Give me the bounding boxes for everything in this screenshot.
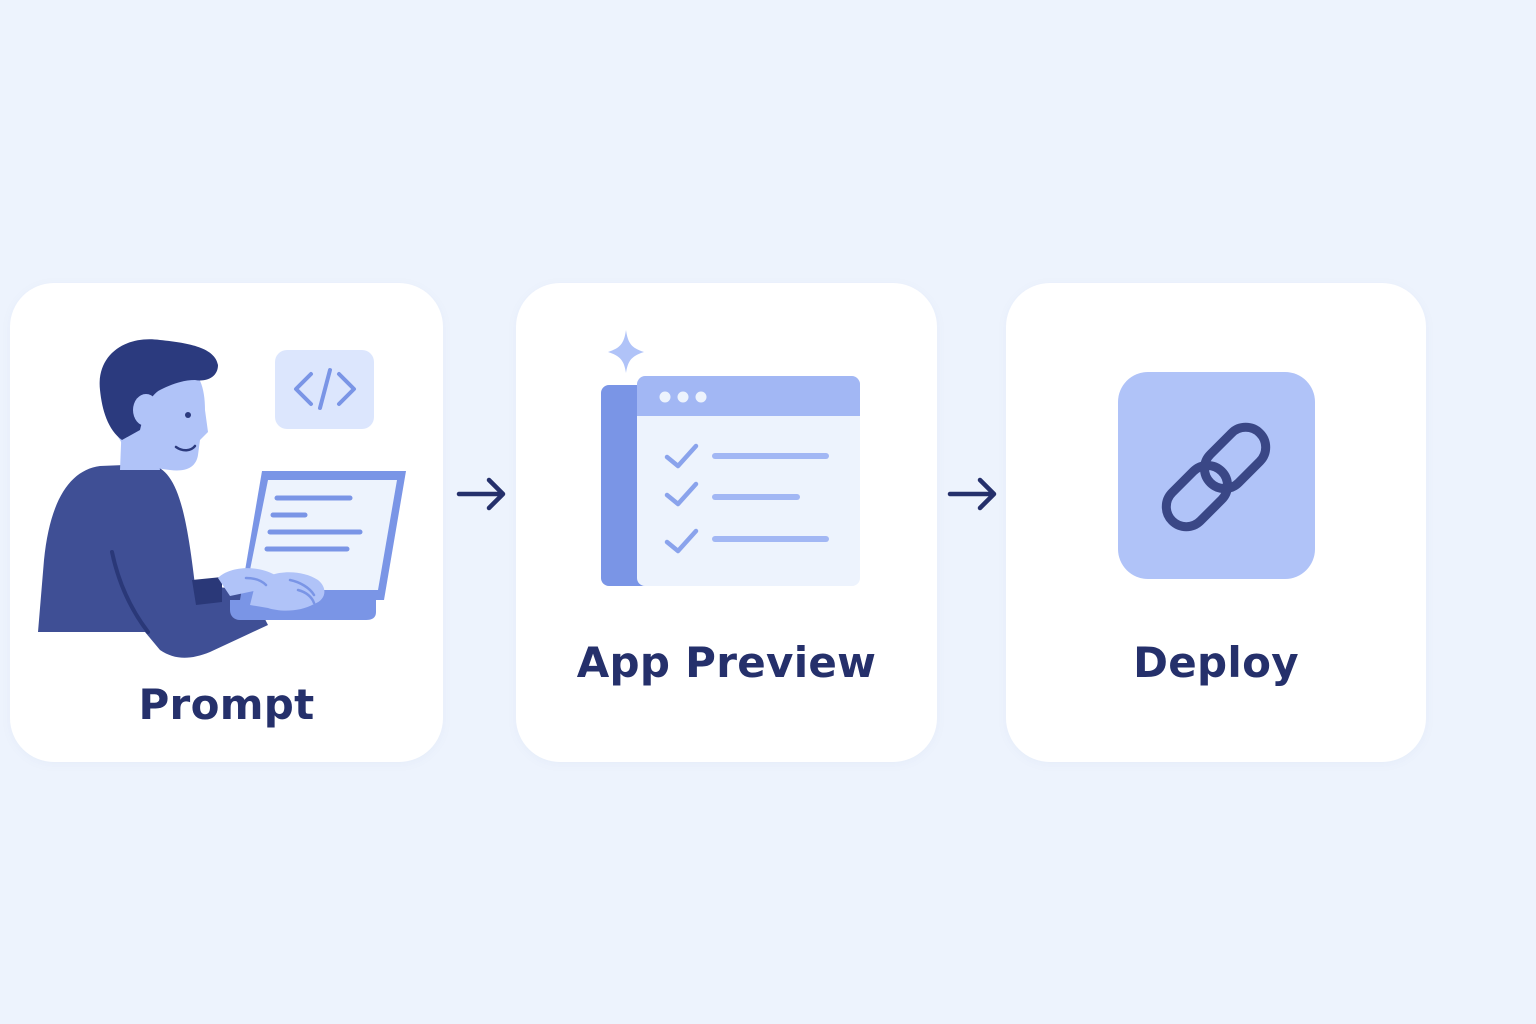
- step-label-prompt: Prompt: [138, 680, 315, 729]
- arrow-right-icon: [456, 477, 506, 511]
- arrow-right-icon: [947, 477, 997, 511]
- step-label-deploy: Deploy: [1133, 638, 1299, 687]
- step-label-app-preview: App Preview: [576, 638, 877, 687]
